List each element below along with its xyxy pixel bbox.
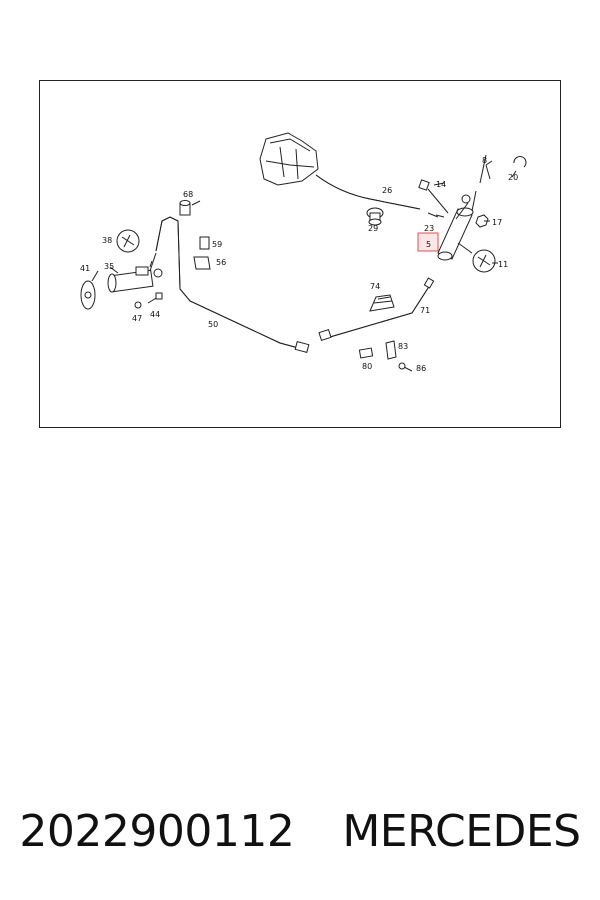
bleed-bolt-part bbox=[179, 200, 191, 216]
washer-part bbox=[134, 301, 142, 309]
parts-diagram-frame: 8 20 14 17 23 5 11 26 29 68 59 56 38 35 … bbox=[39, 80, 561, 428]
parts-diagram: 8 20 14 17 23 5 11 26 29 68 59 56 38 35 … bbox=[80, 132, 527, 373]
label-41: 41 bbox=[80, 264, 90, 273]
label-20: 20 bbox=[508, 173, 518, 182]
pin-part bbox=[485, 164, 491, 180]
label-59: 59 bbox=[212, 240, 222, 249]
label-11: 11 bbox=[498, 260, 508, 269]
label-23: 23 bbox=[424, 224, 434, 233]
label-71: 71 bbox=[420, 306, 430, 315]
label-44: 44 bbox=[150, 310, 160, 319]
label-50: 50 bbox=[208, 320, 218, 329]
grommet-part bbox=[366, 207, 384, 226]
master-cylinder-part bbox=[437, 154, 487, 261]
wrench-38-icon bbox=[116, 229, 140, 253]
label-38: 38 bbox=[102, 236, 112, 245]
clip-59-part bbox=[199, 236, 210, 250]
label-5: 5 bbox=[426, 240, 431, 249]
label-35: 35 bbox=[104, 262, 114, 271]
nut-part bbox=[475, 214, 489, 228]
clip-part bbox=[513, 156, 527, 168]
label-26: 26 bbox=[382, 186, 392, 195]
hose-part bbox=[315, 174, 421, 210]
label-68: 68 bbox=[183, 190, 193, 199]
bracket-part bbox=[385, 340, 397, 360]
screw-86-part bbox=[398, 362, 413, 372]
pipe-part bbox=[329, 284, 431, 338]
label-56: 56 bbox=[216, 258, 226, 267]
label-86: 86 bbox=[416, 364, 426, 373]
sleeve-part bbox=[358, 347, 374, 359]
brand-name: MERCEDES bbox=[342, 805, 581, 857]
label-47: 47 bbox=[132, 314, 142, 323]
highlight-box bbox=[417, 232, 439, 252]
gasket-part bbox=[80, 280, 96, 310]
part-caption: 2022900112 MERCEDES bbox=[0, 796, 600, 866]
label-29: 29 bbox=[368, 224, 378, 233]
reservoir-part bbox=[259, 132, 319, 186]
clip-56-part bbox=[193, 256, 211, 270]
boot-part bbox=[369, 294, 395, 312]
label-74: 74 bbox=[370, 282, 380, 291]
label-83: 83 bbox=[398, 342, 408, 351]
slave-cylinder-part bbox=[107, 252, 163, 293]
screw-part bbox=[427, 212, 439, 218]
label-80: 80 bbox=[362, 362, 372, 371]
label-14: 14 bbox=[436, 180, 446, 189]
part-number: 2022900112 bbox=[19, 805, 295, 857]
bolt-part bbox=[418, 179, 449, 214]
label-17: 17 bbox=[492, 218, 502, 227]
brake-pipe-part bbox=[155, 216, 303, 350]
label-8: 8 bbox=[482, 156, 487, 165]
wrench-icon bbox=[457, 242, 496, 273]
